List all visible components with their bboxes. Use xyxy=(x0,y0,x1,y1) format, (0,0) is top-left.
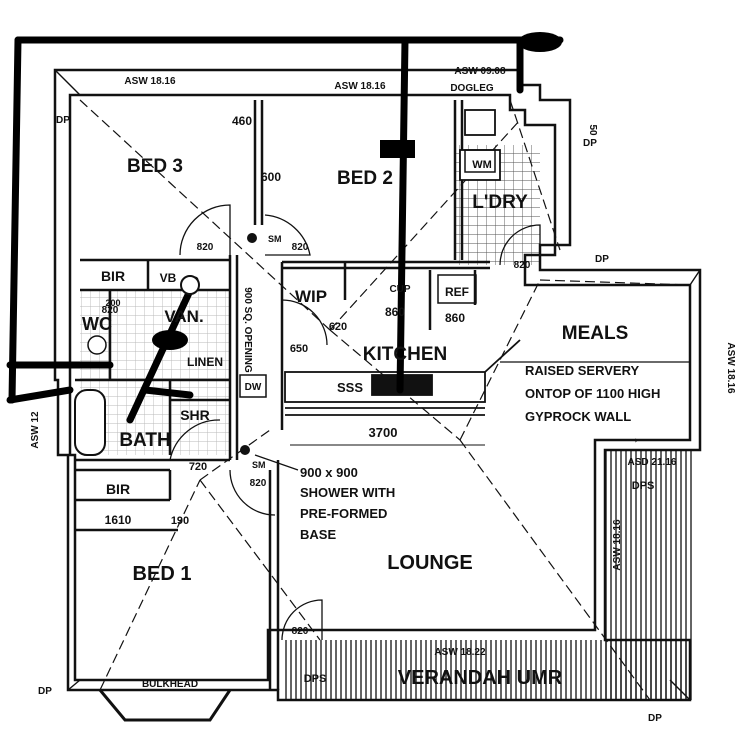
dim-650: 650 xyxy=(290,343,308,355)
door-swings xyxy=(169,204,541,641)
wall-note-lower-right: ASW 18.16 xyxy=(612,519,623,571)
wall-note-dogleg-asw: ASW 09.08 xyxy=(454,66,506,77)
shower-note-line-1: 900 x 900 xyxy=(300,465,358,480)
dim-600: 600 xyxy=(261,170,281,184)
marker-blob-bath xyxy=(152,330,188,350)
room-lounge: LOUNGE xyxy=(387,552,473,574)
wall-note-top-mid: ASW 18.16 xyxy=(334,81,386,92)
wall-note-left: ASW 12 xyxy=(30,411,41,449)
servery-note-line-1: RAISED SERVERY xyxy=(525,363,639,378)
dw-box xyxy=(464,149,496,173)
room-bir-bottom: BIR xyxy=(106,481,130,497)
room-bed3: BED 3 xyxy=(127,156,183,177)
room-vb: VB xyxy=(160,271,177,285)
dim-820-laundry: 820 xyxy=(514,260,531,271)
marker-lines xyxy=(6,36,564,424)
wall-note-right: ASW 18.16 xyxy=(725,342,736,394)
laundry-tub xyxy=(459,149,501,181)
dim-820-bed3: 820 xyxy=(197,242,214,253)
dim-460: 460 xyxy=(232,114,252,128)
smoke-detector-label-bottom: SM xyxy=(252,460,266,470)
wm-box xyxy=(239,374,267,398)
smoke-detector-icon xyxy=(240,445,250,455)
room-laundry: L'DRY xyxy=(472,192,528,213)
shower-note-line-2: SHOWER WITH xyxy=(300,485,395,500)
room-wip: WIP xyxy=(295,287,327,306)
marker-blob-top xyxy=(518,32,562,52)
dim-190: 190 xyxy=(171,515,189,527)
downpipe-label: DP xyxy=(583,138,597,149)
room-vanity: VAN. xyxy=(164,307,203,326)
downpipe-label: DP xyxy=(56,115,70,126)
cupboard-label: CUP xyxy=(389,284,410,295)
room-bath: BATH xyxy=(119,430,170,451)
dim-720: 720 xyxy=(189,461,207,473)
room-shower: SHR xyxy=(180,407,210,423)
wall-note-bottom: ASW 18.22 xyxy=(434,647,486,658)
servery-arrow-icon: → xyxy=(625,430,641,447)
servery-note-line-3: GYPROCK WALL xyxy=(525,409,631,424)
laundry-cabinet xyxy=(464,109,496,136)
bay-window xyxy=(98,689,232,722)
room-bir-top: BIR xyxy=(101,268,125,284)
downpipe-label: DP xyxy=(595,254,609,265)
dim-3700: 3700 xyxy=(369,425,398,440)
dim-620: 620 xyxy=(329,321,347,333)
dim-1610: 1610 xyxy=(105,513,132,527)
dim-200: 200 xyxy=(105,298,120,308)
dim-820-lounge: 820 xyxy=(292,626,309,637)
corner-diagonals xyxy=(54,69,701,701)
roof-hip-lines xyxy=(79,99,691,701)
opening-label: 900 SQ. OPENING xyxy=(242,287,253,373)
dim-820-bed1: 820 xyxy=(250,478,267,489)
wall-note-top-left: ASW 18.16 xyxy=(124,76,176,87)
marker-blob-bed2 xyxy=(380,140,415,158)
dim-860-fridge: 860 xyxy=(445,311,465,325)
downpipe-label: DP xyxy=(38,686,52,697)
shower-note-line-4: BASE xyxy=(300,527,336,542)
room-linen: LINEN xyxy=(187,355,223,369)
wm-label: WM xyxy=(472,159,492,171)
smoke-detector-label-top: SM xyxy=(268,234,282,244)
dim-820-wc: 820 xyxy=(102,305,119,316)
dim-50: 50 xyxy=(587,124,598,136)
room-wc: WC xyxy=(82,314,112,334)
toilet xyxy=(87,335,107,355)
room-kitchen: KITCHEN xyxy=(363,344,447,365)
downpipe-spreader-label: DPS xyxy=(304,673,327,685)
room-verandah: VERANDAH UMR xyxy=(398,667,563,689)
shower-leader-line xyxy=(254,454,299,471)
downpipe-label: DP xyxy=(648,713,662,724)
dim-860-cupboard: 860 xyxy=(385,305,405,319)
downpipe-spreader-label: DPS xyxy=(632,480,655,492)
fridge-space xyxy=(437,274,477,304)
dw-label: DW xyxy=(245,382,262,393)
bulkhead-label: BULKHEAD xyxy=(142,679,198,690)
room-meals: MEALS xyxy=(562,323,629,344)
servery-note-line-2: ONTOP OF 1100 HIGH xyxy=(525,386,660,401)
fridge-label: REF xyxy=(445,285,469,299)
dim-820-bed2: 820 xyxy=(292,242,309,253)
smoke-detector-icon xyxy=(247,233,257,243)
wall-note-asd: ASD 21.16 xyxy=(628,457,677,468)
room-bed1: BED 1 xyxy=(133,563,192,585)
room-bed2: BED 2 xyxy=(337,168,393,189)
bath-tub xyxy=(74,389,106,456)
sink-label: SSS xyxy=(337,380,363,395)
wall-note-dogleg: DOGLEG xyxy=(450,83,494,94)
shower-note-line-3: PRE-FORMED xyxy=(300,506,387,521)
vanity-basin xyxy=(180,275,200,295)
